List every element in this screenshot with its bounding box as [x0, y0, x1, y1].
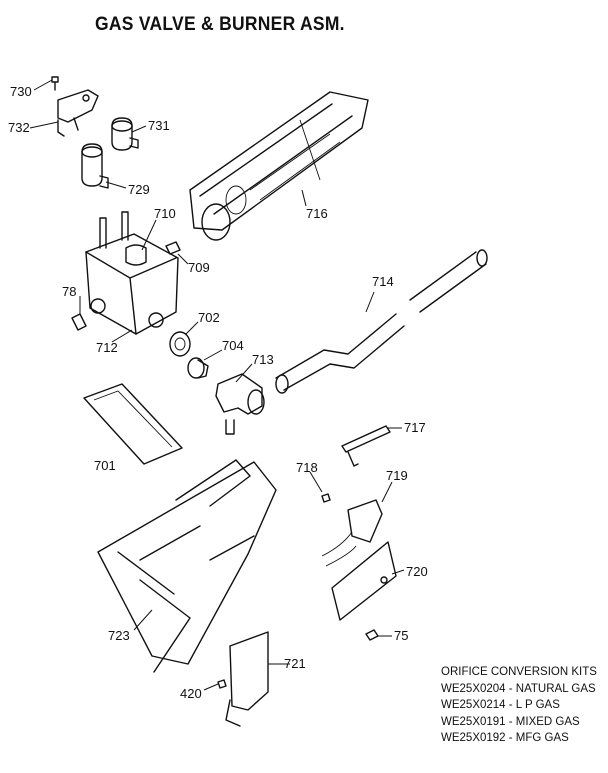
part-label-730: 730: [10, 84, 32, 99]
tube-714-drawing: [275, 249, 488, 394]
part-label-714: 714: [372, 274, 394, 289]
bracket-720-drawing: [331, 541, 397, 621]
frame-723-drawing: [97, 459, 277, 673]
part-label-729: 729: [128, 182, 150, 197]
orifice-conversion-kits: ORIFICE CONVERSION KITS WE25X0204 - NATU…: [441, 664, 597, 747]
kit-row: WE25X0204 - NATURAL GAS: [441, 682, 596, 695]
part-label-75: 75: [394, 628, 409, 643]
part-label-78: 78: [62, 284, 77, 299]
kit-row: WE25X0192 - MFG GAS: [441, 732, 569, 744]
coil-729-drawing: [81, 143, 109, 189]
part-label-720: 720: [406, 564, 428, 579]
part-label-716: 716: [306, 206, 328, 221]
part-label-702: 702: [198, 310, 220, 325]
leader-lines: [29, 79, 405, 691]
bracket-732-drawing: [57, 89, 99, 137]
part-label-704: 704: [222, 338, 244, 353]
part-label-732: 732: [8, 120, 30, 135]
part-label-701: 701: [94, 458, 116, 473]
kit-row: WE25X0191 - MIXED GAS: [441, 715, 580, 728]
screw-420-drawing: [217, 679, 227, 689]
igniter-719-drawing: [321, 499, 383, 567]
nut-702-drawing: [169, 331, 191, 357]
part-label-717: 717: [404, 420, 426, 435]
part-label-713: 713: [252, 352, 274, 367]
part-label-719: 719: [386, 468, 408, 483]
kit-row: WE25X0214 - L P GAS: [441, 699, 560, 711]
burner-716-drawing: [189, 91, 369, 241]
screw-75-drawing: [365, 629, 379, 641]
part-label-709: 709: [188, 260, 210, 275]
part-label-731: 731: [148, 118, 170, 133]
part-label-710: 710: [154, 206, 176, 221]
screw-730-drawing: [51, 76, 59, 91]
plug-78-drawing: [71, 313, 87, 331]
orifice-704-drawing: [187, 357, 209, 379]
pin-717-drawing: [341, 425, 391, 467]
part-label-712: 712: [96, 340, 118, 355]
gas-valve-712-drawing: [85, 211, 179, 335]
part-label-718: 718: [296, 460, 318, 475]
coil-731-drawing: [111, 117, 139, 151]
fitting-709-drawing: [165, 241, 181, 255]
plate-701-drawing: [83, 383, 183, 465]
elbow-713-drawing: [215, 373, 265, 435]
kits-title: ORIFICE CONVERSION KITS: [441, 666, 597, 678]
screw-718-drawing: [321, 493, 331, 503]
diagram-title: GAS VALVE & BURNER ASM.: [95, 14, 345, 35]
part-label-420: 420: [180, 686, 202, 701]
part-label-723: 723: [108, 628, 130, 643]
part-label-721: 721: [284, 656, 306, 671]
shield-721-drawing: [225, 631, 269, 727]
